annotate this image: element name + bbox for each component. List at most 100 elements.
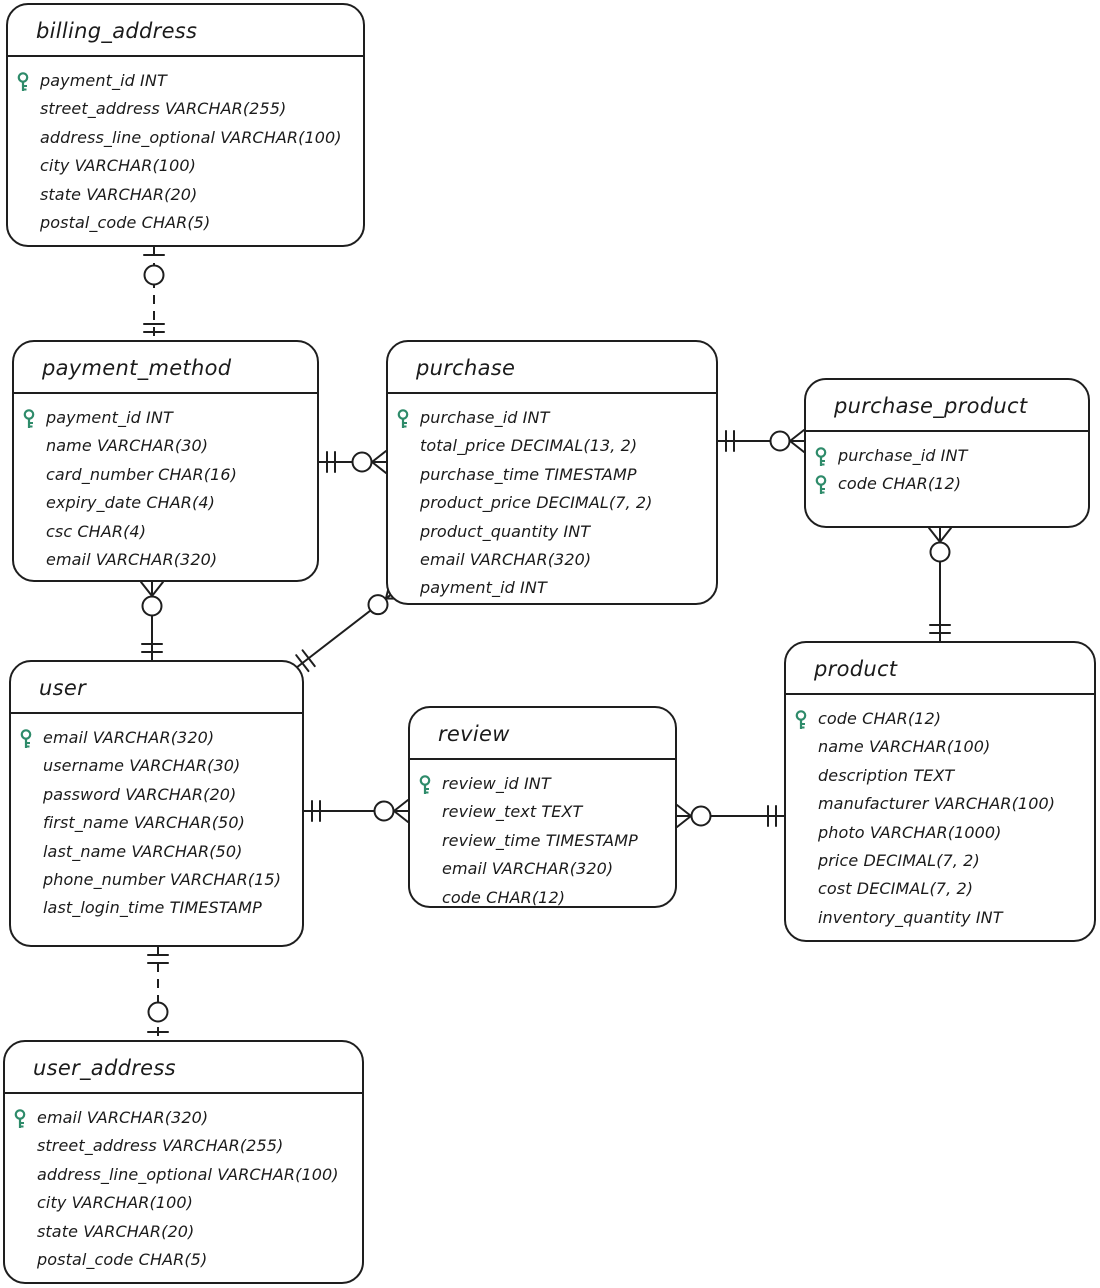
key-icon [17, 72, 29, 91]
field-label: last_login_time TIMESTAMP [43, 898, 262, 918]
field-list: review_id INT review_text TEXT review_time… [410, 760, 675, 912]
field: city VARCHAR(100) [8, 152, 363, 180]
entity-user-address[interactable]: user_address email VARCHAR(320)street_ad… [3, 1040, 364, 1284]
field: card_number CHAR(16) [14, 461, 317, 489]
relationship-payment-method-to-user [140, 581, 164, 660]
field-label: street_address VARCHAR(255) [40, 99, 287, 119]
entity-title: product [786, 643, 1094, 695]
field: password VARCHAR(20) [11, 781, 302, 809]
entity-title: user [11, 662, 302, 714]
field-label: cost DECIMAL(7, 2) [818, 879, 974, 899]
field-label: email VARCHAR(320) [420, 549, 592, 569]
relationship-purchase-product-to-product [928, 527, 952, 641]
field: last_login_time TIMESTAMP [11, 894, 302, 922]
relationship-purchase-to-purchase-product [718, 429, 805, 453]
field: description TEXT [786, 762, 1094, 790]
key-icon [23, 409, 35, 428]
field: name VARCHAR(30) [14, 432, 317, 460]
entity-billing-address[interactable]: billing_address payment_id INT street_add… [6, 3, 365, 247]
field: city VARCHAR(100) [5, 1189, 362, 1217]
entity-title: billing_address [8, 5, 363, 57]
field-label: product_price DECIMAL(7, 2) [420, 493, 653, 513]
field-label: purchase_id INT [420, 408, 550, 427]
field: review_text TEXT [410, 798, 675, 826]
field: name VARCHAR(100) [786, 733, 1094, 761]
entity-title: review [410, 708, 675, 760]
field: email VARCHAR(320) [14, 546, 317, 574]
field-label: email VARCHAR(320) [43, 728, 215, 747]
field-label: last_name VARCHAR(50) [43, 841, 243, 861]
field: review_time TIMESTAMP [410, 827, 675, 855]
primary-key-field: code CHAR(12) [806, 470, 1088, 498]
field-label: username VARCHAR(30) [43, 756, 241, 776]
field-label: postal_code CHAR(5) [40, 212, 211, 232]
field-label: phone_number VARCHAR(15) [43, 869, 282, 889]
field: address_line_optional VARCHAR(100) [8, 124, 363, 152]
relationship-user-to-user-address [147, 947, 169, 1040]
field-label: address_line_optional VARCHAR(100) [37, 1164, 339, 1184]
field-label: manufacturer VARCHAR(100) [818, 794, 1056, 814]
field: cost DECIMAL(7, 2) [786, 875, 1094, 903]
primary-key-field: code CHAR(12) [786, 705, 1094, 733]
field: phone_number VARCHAR(15) [11, 866, 302, 894]
field-label: purchase_id INT [838, 446, 968, 465]
field-label: name VARCHAR(30) [46, 436, 209, 456]
field: product_price DECIMAL(7, 2) [388, 489, 716, 517]
field-label: expiry_date CHAR(4) [46, 493, 215, 513]
field-label: review_id INT [442, 774, 551, 793]
field: first_name VARCHAR(50) [11, 809, 302, 837]
field: postal_code CHAR(5) [5, 1246, 362, 1274]
primary-key-field: email VARCHAR(320) [5, 1104, 362, 1132]
key-icon [14, 1109, 26, 1128]
field: product_quantity INT [388, 518, 716, 546]
field: photo VARCHAR(1000) [786, 819, 1094, 847]
field-label: csc CHAR(4) [46, 521, 147, 541]
field-label: email VARCHAR(320) [46, 549, 218, 569]
entity-purchase-product[interactable]: purchase_product purchase_id INT code CHA… [804, 378, 1090, 528]
field-label: city VARCHAR(100) [37, 1193, 193, 1213]
field-label: total_price DECIMAL(13, 2) [420, 436, 638, 456]
entity-product[interactable]: product code CHAR(12) name VARCHAR(100) de… [784, 641, 1096, 942]
field-label: address_line_optional VARCHAR(100) [40, 127, 342, 147]
field-label: code CHAR(12) [442, 887, 566, 907]
entity-review[interactable]: review review_id INT review_text TEXT revi… [408, 706, 677, 908]
field-label: review_text TEXT [442, 802, 583, 822]
field-label: product_quantity INT [420, 521, 591, 541]
field-list: purchase_id INT total_price DECIMAL(13, 2… [388, 394, 716, 603]
field-label: price DECIMAL(7, 2) [818, 850, 980, 870]
field-label: photo VARCHAR(1000) [818, 822, 1002, 842]
field-label: inventory_quantity INT [818, 907, 1003, 927]
field-label: description TEXT [818, 765, 955, 785]
field-list: email VARCHAR(320)street_address VARCHAR… [5, 1094, 362, 1274]
entity-purchase[interactable]: purchase purchase_id INT total_price DECI… [386, 340, 718, 605]
field-label: payment_id INT [46, 408, 173, 427]
primary-key-field: purchase_id INT [388, 404, 716, 432]
relationship-billing-address-to-payment-method [143, 247, 165, 340]
key-icon [795, 710, 807, 729]
field-label: review_time TIMESTAMP [442, 830, 638, 850]
entity-title: purchase [388, 342, 716, 394]
field-label: state VARCHAR(20) [40, 184, 198, 204]
field-label: code CHAR(12) [838, 474, 962, 494]
relationship-payment-method-to-purchase [319, 450, 387, 474]
field-label: code CHAR(12) [818, 709, 942, 728]
key-icon [815, 447, 827, 466]
entity-title: purchase_product [806, 380, 1088, 432]
field: email VARCHAR(320) [388, 546, 716, 574]
field-label: state VARCHAR(20) [37, 1221, 195, 1241]
field-label: payment_id INT [420, 578, 547, 598]
entity-user[interactable]: user email VARCHAR(320) username VARCHAR(… [9, 660, 304, 947]
field-list: code CHAR(12) name VARCHAR(100) descriptio… [786, 695, 1094, 932]
field: total_price DECIMAL(13, 2) [388, 432, 716, 460]
field-list: payment_id INT name VARCHAR(30) card_numbe… [14, 394, 317, 574]
entity-title: user_address [5, 1042, 362, 1094]
field: inventory_quantity INT [786, 904, 1094, 932]
field-label: city VARCHAR(100) [40, 156, 196, 176]
field: price DECIMAL(7, 2) [786, 847, 1094, 875]
key-icon [419, 775, 431, 794]
field: username VARCHAR(30) [11, 752, 302, 780]
field-list: purchase_id INT code CHAR(12) [806, 432, 1088, 499]
primary-key-field: payment_id INT [8, 67, 363, 95]
